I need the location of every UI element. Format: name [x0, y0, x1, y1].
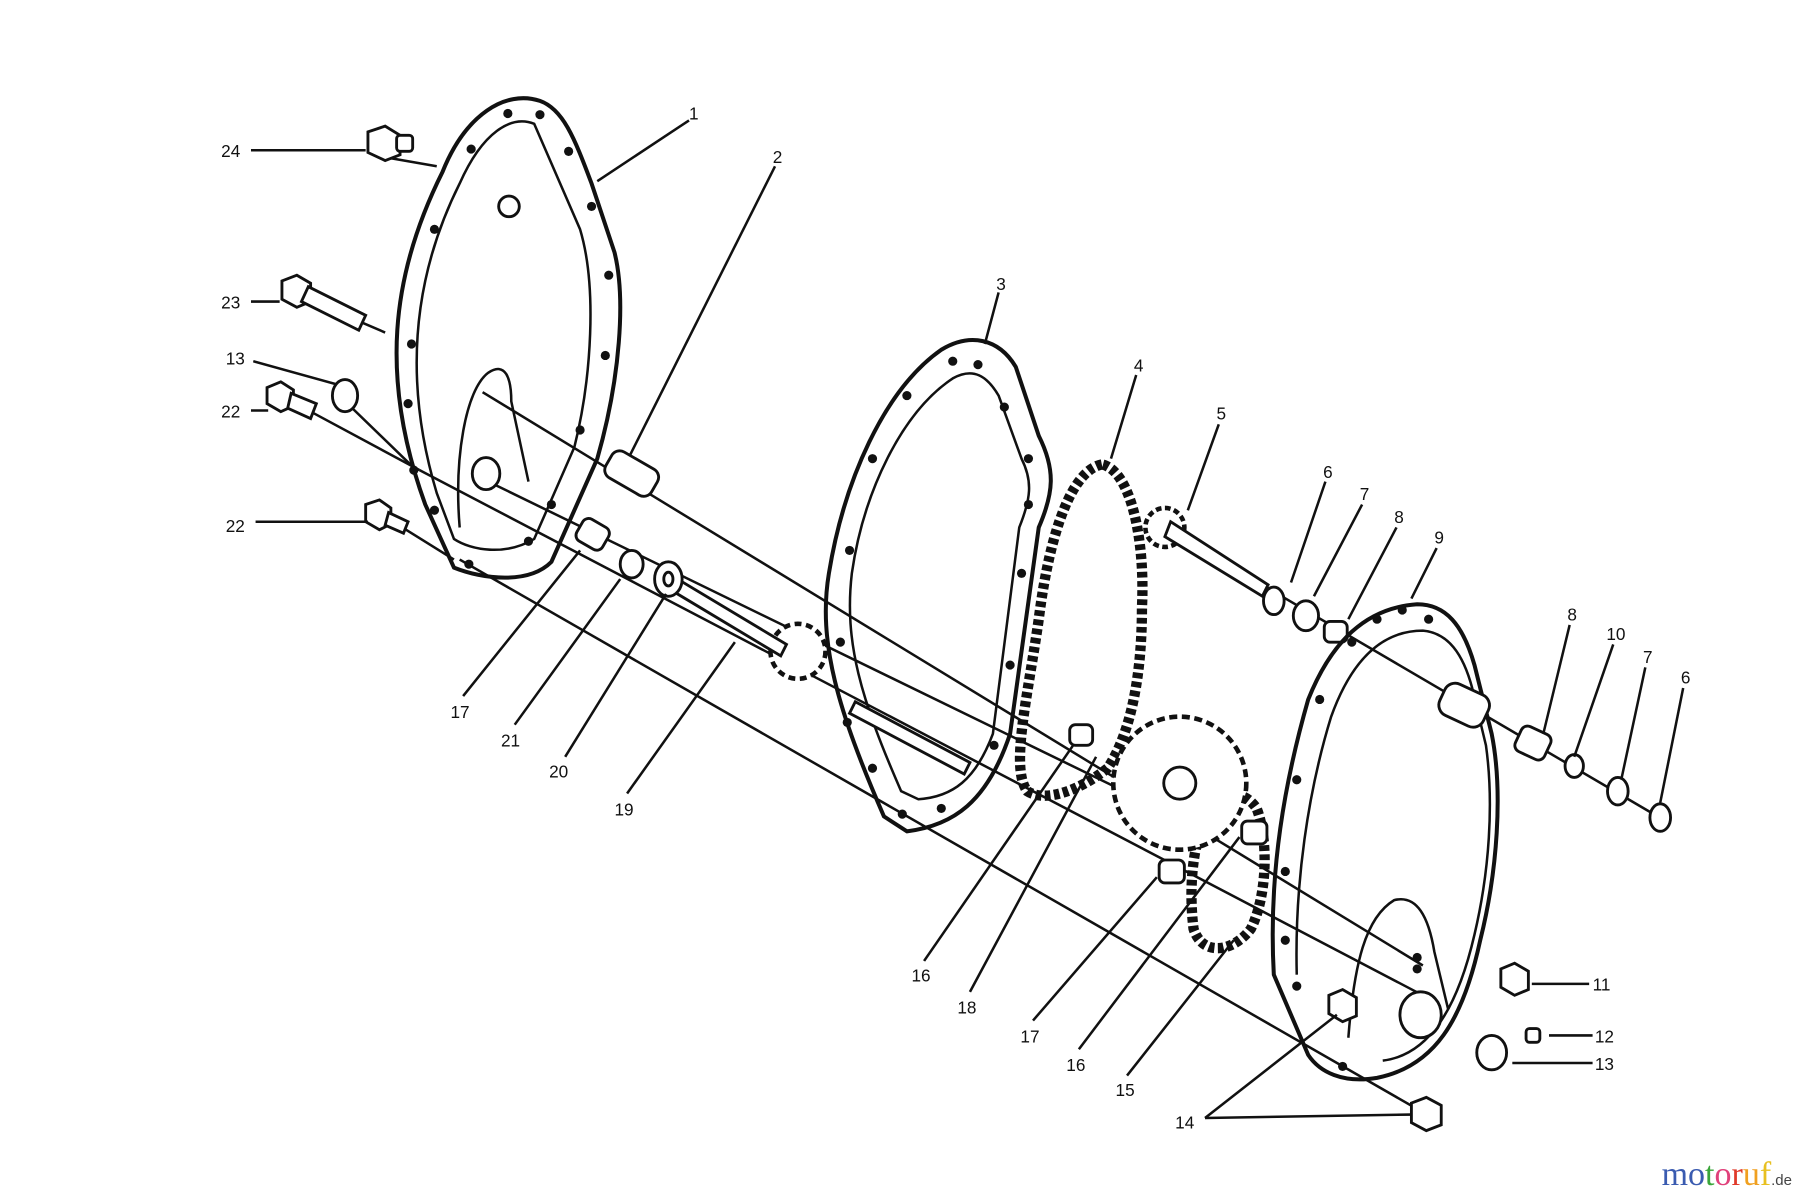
- watermark-logo: motoruf.de: [1661, 1156, 1792, 1193]
- part-label: 10: [1606, 624, 1625, 644]
- part-label: 1: [689, 103, 699, 123]
- part-label: 15: [1116, 1080, 1135, 1100]
- part-label: 8: [1567, 604, 1577, 624]
- part-label: 19: [614, 799, 633, 819]
- right-chain-case-cover: [1270, 602, 1500, 1082]
- part-label: 22: [226, 516, 245, 536]
- gasket: [823, 338, 1053, 834]
- part-label: 13: [1595, 1054, 1614, 1074]
- left-chain-case-cover: [394, 96, 623, 580]
- part-label: 8: [1394, 507, 1404, 527]
- part-label: 20: [549, 761, 568, 781]
- part-label: 2: [773, 147, 783, 167]
- part-label: 16: [911, 966, 930, 986]
- sprockets: [768, 505, 1249, 852]
- part-label: 7: [1643, 647, 1653, 667]
- drive-chain: [1014, 459, 1148, 801]
- part-label: 21: [501, 730, 520, 750]
- part-label: 18: [957, 998, 976, 1018]
- part-label: 3: [996, 274, 1006, 294]
- part-label: 9: [1434, 528, 1444, 548]
- part-label: 7: [1360, 484, 1370, 504]
- part-label: 17: [1020, 1026, 1039, 1046]
- part-label: 14: [1175, 1112, 1195, 1132]
- bolts-and-nuts: [265, 124, 1542, 1133]
- part-number-labels: 1 2 3 4 5 6 7 8 9 8 10 7 6 11 12 13 14 1…: [221, 103, 1690, 1132]
- part-label: 24: [221, 141, 241, 161]
- lower-drive-chain: [1186, 789, 1270, 954]
- part-label: 4: [1134, 356, 1144, 376]
- part-label: 6: [1681, 667, 1691, 687]
- part-label: 6: [1323, 462, 1333, 482]
- leader-lines: [250, 119, 1685, 1120]
- part-label: 5: [1216, 404, 1226, 424]
- part-label: 22: [221, 401, 240, 421]
- part-label: 17: [451, 702, 470, 722]
- part-label: 11: [1593, 975, 1611, 995]
- shafts: [669, 519, 1270, 776]
- part-label: 13: [226, 349, 245, 369]
- part-label: 12: [1595, 1026, 1614, 1046]
- part-label: 23: [221, 292, 240, 312]
- bushings-and-washers: [330, 378, 1672, 1072]
- part-label: 16: [1066, 1055, 1085, 1075]
